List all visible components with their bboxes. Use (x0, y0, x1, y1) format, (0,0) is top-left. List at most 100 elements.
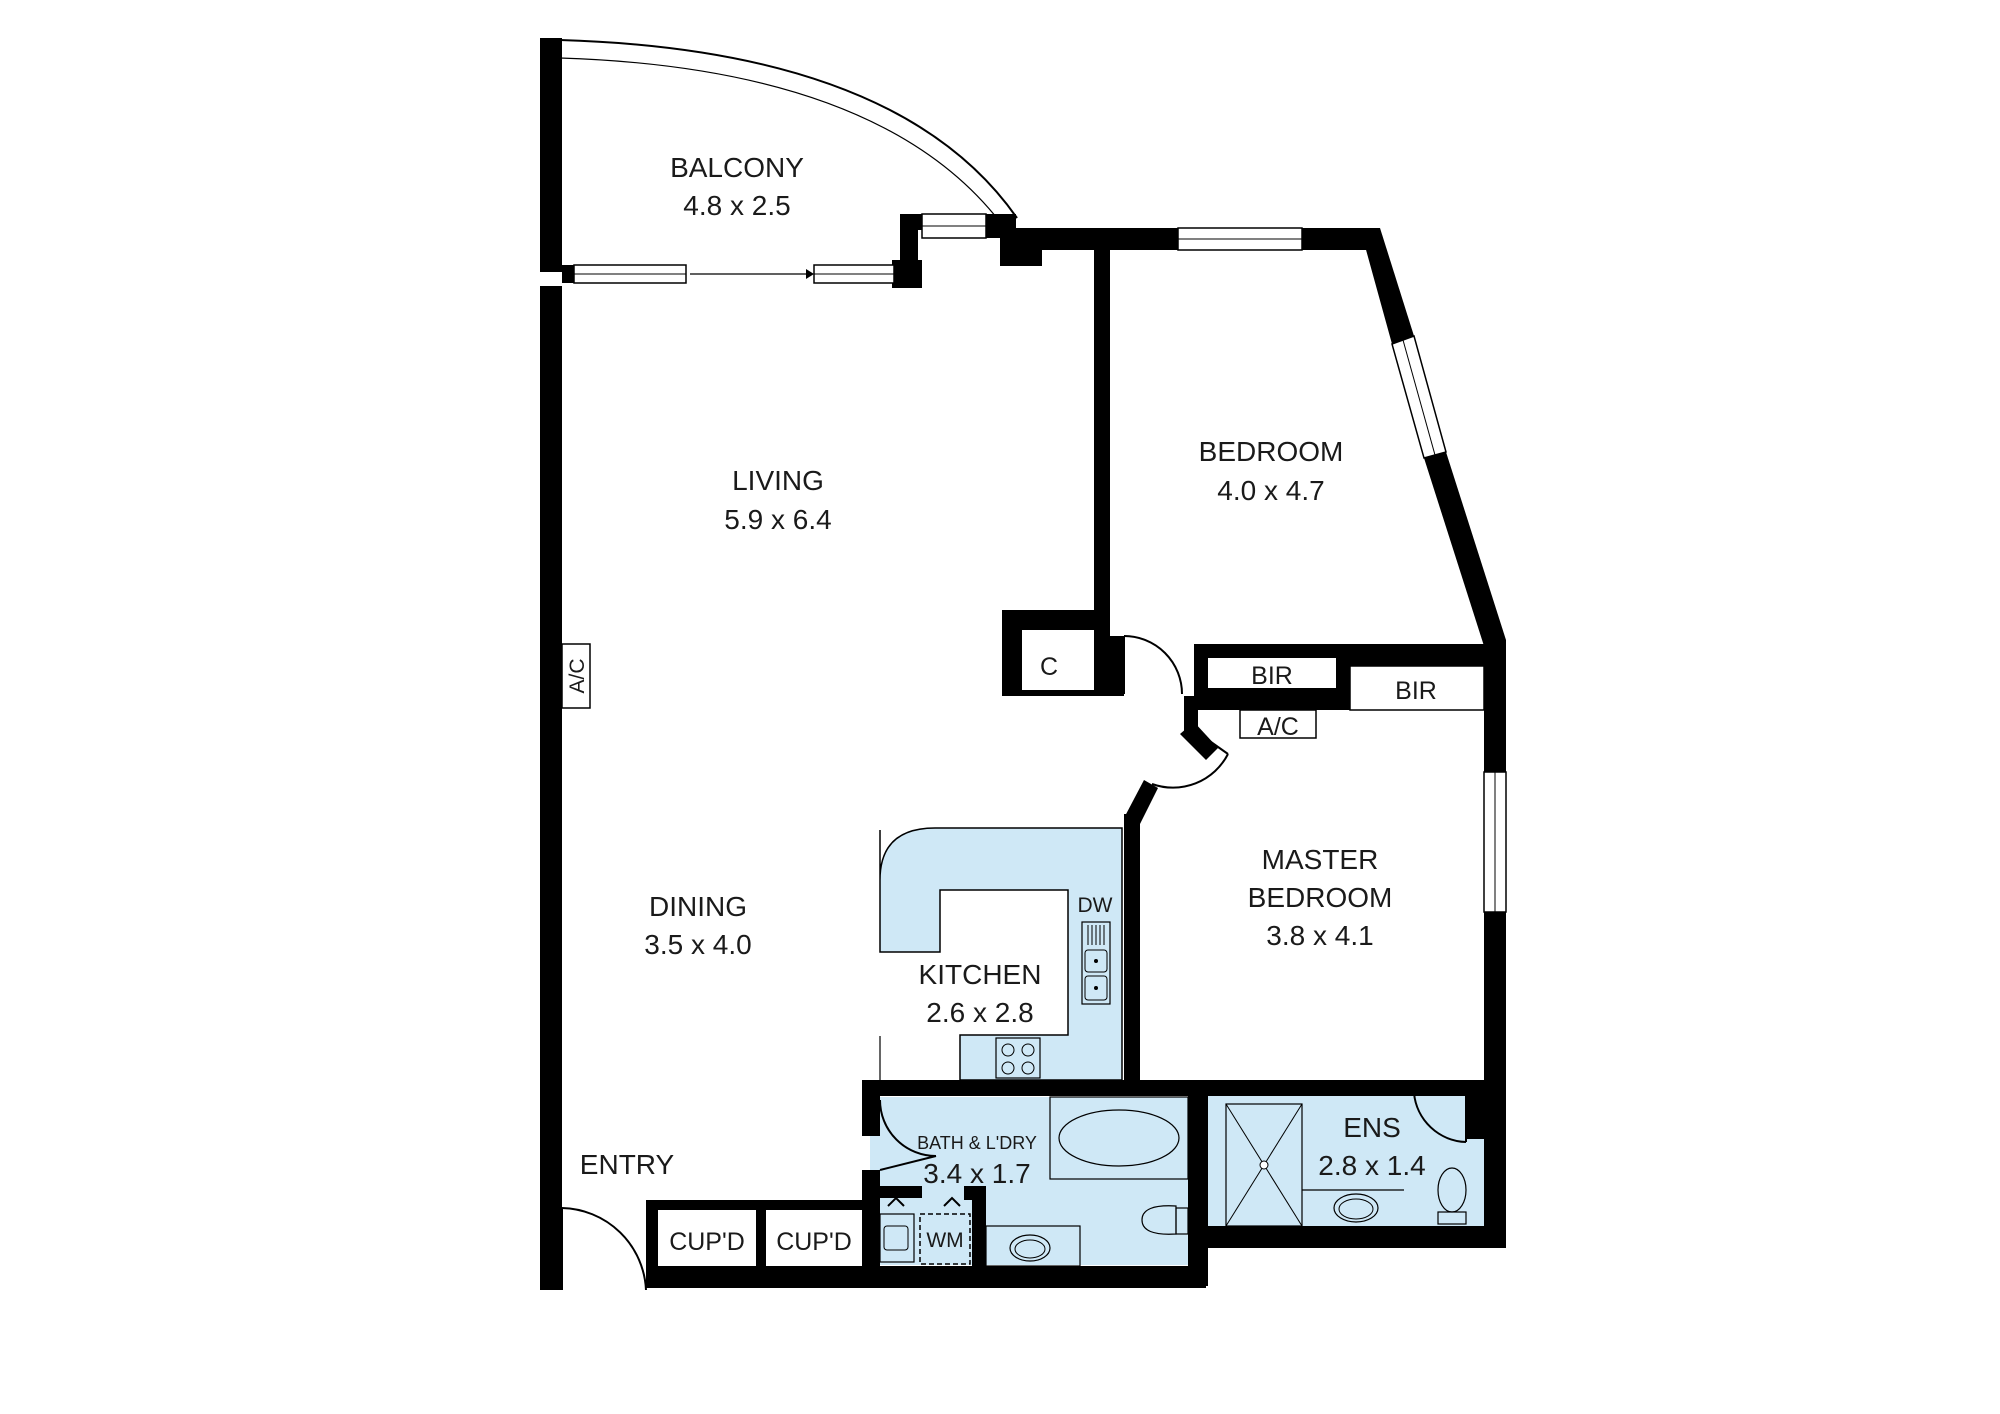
master-bedroom-dims: 3.8 x 4.1 (1266, 920, 1373, 951)
wall-top-bedroom-b (1302, 228, 1380, 250)
ensuite-name: ENS (1343, 1112, 1401, 1143)
wall-laundry-post (972, 1186, 986, 1266)
wall-bottom (646, 1266, 1206, 1288)
sink-outline (1081, 921, 1111, 1005)
balcony-name: BALCONY (670, 152, 804, 183)
wall-hall-angled (1180, 722, 1218, 760)
wall-pier-c (900, 214, 924, 230)
wall-bath-ens-divider (1188, 1096, 1208, 1286)
master-door-swing (1151, 753, 1229, 789)
master-bedroom-name-2: BEDROOM (1248, 882, 1393, 913)
sink-drainer-lines (1087, 925, 1105, 945)
sink-drain-2 (1094, 986, 1098, 990)
cooktop (995, 1037, 1041, 1079)
kitchen-bench (879, 827, 1123, 1081)
kitchen-name: KITCHEN (919, 959, 1042, 990)
sink-bowl-1 (1084, 949, 1108, 973)
wall-bath-left (862, 1080, 880, 1136)
cupd-1-label: CUP'D (669, 1228, 745, 1256)
wall-bir-top (1194, 644, 1506, 658)
wall-angled-right-top (1360, 228, 1414, 344)
ens-basin (1333, 1193, 1379, 1223)
bir-2-label: BIR (1395, 677, 1437, 705)
bath-vanity (985, 1225, 1081, 1267)
wall-pier-a (892, 260, 922, 288)
bir-2-box (1349, 665, 1485, 711)
wall-angled-right-bottom (1424, 452, 1506, 646)
ensuite-floor (1208, 1093, 1484, 1227)
ensuite-dims: 2.8 x 1.4 (1318, 1150, 1425, 1181)
bathtub-basin (1058, 1109, 1180, 1167)
wall-top-bedroom-a (1016, 228, 1178, 250)
cooktop-burners (1001, 1043, 1035, 1075)
wall-bir-bottom (1194, 688, 1350, 710)
wall-closet-bottom (1002, 690, 1124, 696)
wall-ens-door-jamb (1466, 1093, 1484, 1139)
laundry-tub (879, 1213, 915, 1263)
wall-cupd-right (862, 1200, 876, 1266)
laundry-chevron-1 (887, 1196, 905, 1207)
wall-ens-bottom (1206, 1226, 1506, 1248)
dw-label: DW (1078, 894, 1113, 917)
wall-right-upper (1484, 640, 1506, 772)
balcony (559, 39, 1018, 223)
laundry-tub-bowl (883, 1225, 909, 1251)
bedroom-dims: 4.0 x 4.7 (1217, 475, 1324, 506)
cupd-1-box (658, 1210, 756, 1266)
wm-label: WM (926, 1229, 963, 1252)
cupd-2-label: CUP'D (776, 1228, 852, 1256)
wall-bath-top (862, 1080, 1506, 1096)
wall-left-balcony (540, 38, 562, 272)
sink-bowl-2 (1084, 975, 1108, 1001)
ac-hall-box (1239, 709, 1317, 739)
entry-door-swing (561, 1207, 647, 1291)
sliding-door-arrow-head (806, 269, 814, 279)
wall-bottom-left-stub (646, 1200, 658, 1288)
ens-shower (1225, 1103, 1303, 1227)
wall-kitchen-master (1124, 814, 1140, 1082)
bedroom-angled-window-rail (1402, 339, 1436, 456)
dining-dims: 3.5 x 4.0 (644, 929, 751, 960)
bedroom-door-swing (1123, 635, 1183, 695)
wall-laundry-partition (876, 1186, 922, 1198)
bedroom-name: BEDROOM (1199, 436, 1344, 467)
entry-name: ENTRY (580, 1149, 675, 1180)
bath-door-swing (879, 1099, 937, 1157)
wall-cupd-divider (756, 1200, 766, 1266)
walls (540, 38, 1506, 1290)
bath-laundry-dims: 3.4 x 1.7 (923, 1158, 1030, 1189)
bath-basin (1009, 1234, 1051, 1262)
wall-left-main (540, 286, 562, 1290)
wm-box (919, 1213, 971, 1265)
bath-door-leaf (879, 1155, 937, 1171)
fixtures: A/C C BIR BIR A/C DW (561, 643, 1485, 1267)
closet-c-label: C (1040, 653, 1058, 681)
laundry-chevron-2 (943, 1196, 961, 1207)
ens-toilet-cistern (1437, 1211, 1467, 1225)
room-labels: BALCONY 4.8 x 2.5 LIVING 5.9 x 6.4 BEDRO… (580, 152, 1426, 1189)
ens-shower-drain (1259, 1160, 1269, 1170)
bir-1-label: BIR (1251, 662, 1293, 690)
wall-balcony-stub (562, 265, 574, 283)
wall-living-bedroom (1094, 248, 1110, 696)
master-bedroom-name-1: MASTER (1262, 844, 1379, 875)
ac-living-box (561, 643, 591, 709)
master-door-leaf (1193, 729, 1229, 755)
dining-name: DINING (649, 891, 747, 922)
balcony-dims: 4.8 x 2.5 (683, 190, 790, 221)
ens-basin-inner (1338, 1198, 1374, 1220)
wall-door-stub (1110, 636, 1124, 696)
bathtub-frame (1049, 1096, 1189, 1180)
wall-master-angled (1124, 780, 1158, 824)
openings (561, 213, 1507, 1291)
wall-closet-left (1002, 610, 1022, 696)
kitchen-dims: 2.6 x 2.8 (926, 997, 1033, 1028)
wall-closet-top (1002, 610, 1094, 630)
balcony-arc-rail (559, 39, 1018, 219)
wall-pier-b (900, 230, 918, 260)
living-name: LIVING (732, 465, 824, 496)
bath-laundry-floor (870, 1097, 1188, 1265)
ac-hall-label: A/C (1257, 713, 1299, 741)
sink-drain-1 (1094, 959, 1098, 963)
bath-basin-inner (1014, 1239, 1046, 1259)
